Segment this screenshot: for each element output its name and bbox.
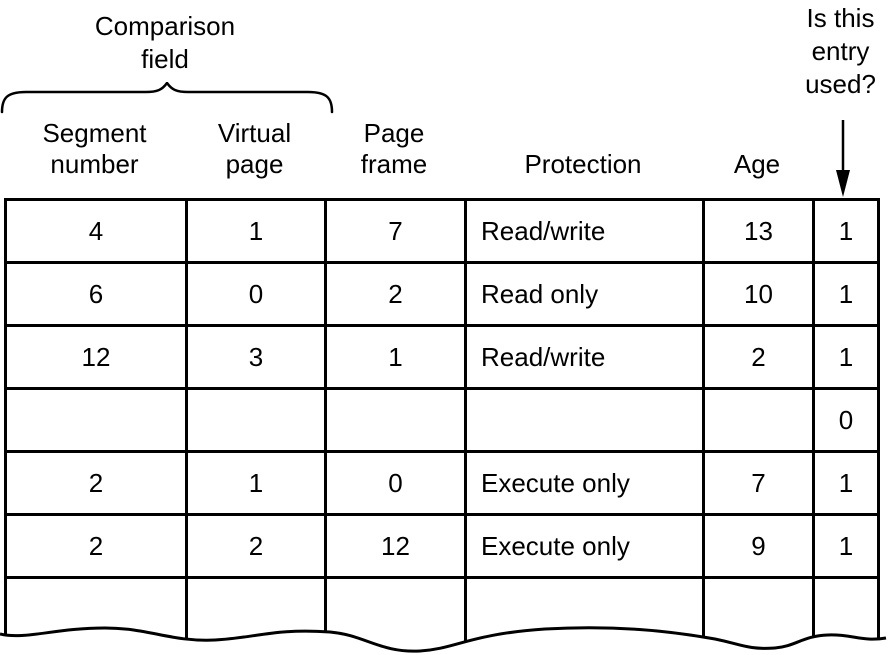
table-cell: 7 — [327, 201, 467, 264]
column-headers: Segment number Virtual page Page frame P… — [4, 96, 880, 188]
table-cell: 4 — [7, 201, 188, 264]
column-header-virtual-page: Virtual page — [217, 118, 292, 179]
column-header-protection: Protection — [524, 149, 642, 179]
column-header-segment-number: Segment number — [42, 118, 147, 179]
table-cell: 1 — [815, 453, 877, 516]
table-cell: 1 — [327, 327, 467, 390]
table-cell: Read/write — [467, 201, 705, 264]
table-cell — [7, 579, 188, 642]
table-cell: 7 — [705, 453, 815, 516]
table-cell: Read only — [467, 264, 705, 327]
table-cell: 1 — [188, 201, 327, 264]
table-cell: 0 — [327, 453, 467, 516]
table-cell: 3 — [188, 327, 327, 390]
table-cell: 1 — [815, 264, 877, 327]
table-cell: 1 — [815, 327, 877, 390]
table-cell: 9 — [705, 516, 815, 579]
brace-icon — [0, 82, 334, 114]
table-cell: 2 — [7, 516, 188, 579]
down-arrow-icon — [836, 120, 850, 197]
table-cell: 2 — [327, 264, 467, 327]
table-cell: Read/write — [467, 327, 705, 390]
table-cell: 13 — [705, 201, 815, 264]
comparison-field-label: Comparison field — [94, 11, 236, 74]
table-cell: 2 — [7, 453, 188, 516]
column-header-age: Age — [733, 149, 781, 179]
table-cell: 1 — [815, 201, 877, 264]
table-cell: 10 — [705, 264, 815, 327]
table-cell: Execute only — [467, 516, 705, 579]
table-cell: 6 — [7, 264, 188, 327]
table-cell — [327, 579, 467, 642]
table-cell — [467, 579, 705, 642]
torn-edge-wave-icon — [0, 626, 888, 655]
table-cell — [188, 579, 327, 642]
table-cell: 12 — [7, 327, 188, 390]
table-cell — [705, 579, 815, 642]
column-header-page-frame: Page frame — [360, 118, 428, 179]
table-cell — [188, 390, 327, 453]
table-cell — [7, 390, 188, 453]
table-cell: 2 — [705, 327, 815, 390]
table-cell: 0 — [815, 390, 877, 453]
table-cell: 0 — [188, 264, 327, 327]
table-cell — [705, 390, 815, 453]
table-cell: 1 — [815, 516, 877, 579]
table-cell: Execute only — [467, 453, 705, 516]
table-cell: 1 — [188, 453, 327, 516]
used-entry-label: Is this entry used? — [805, 3, 876, 99]
table-cell — [467, 390, 705, 453]
table-cell — [327, 390, 467, 453]
table-cell: 2 — [188, 516, 327, 579]
column-header-used-spacer — [812, 180, 874, 188]
table-cell: 12 — [327, 516, 467, 579]
